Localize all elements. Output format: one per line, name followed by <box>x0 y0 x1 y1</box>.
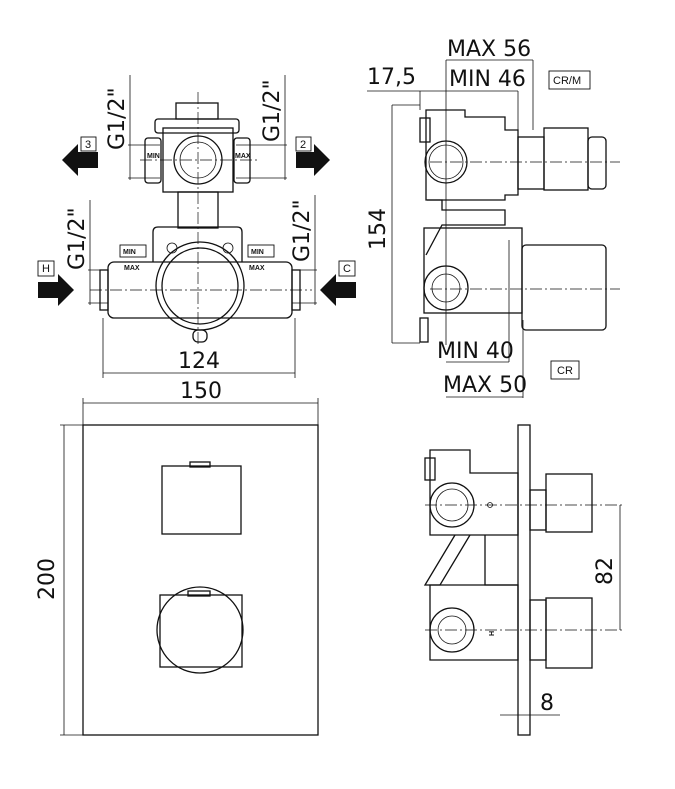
dim-8: 8 <box>540 691 554 716</box>
dim-17-5: 17,5 <box>367 65 416 90</box>
dim-200: 200 <box>35 558 60 600</box>
front-plate-view: 200 <box>35 424 319 736</box>
min-label-cold: MIN <box>251 249 264 256</box>
arrow-right-icon <box>38 274 74 306</box>
dim-max-56: MAX 56 <box>447 37 531 62</box>
max-label-cold: MAX <box>249 265 265 272</box>
port-label-3: 3 <box>85 139 91 151</box>
valve-top-view: MIN MAX MIN MAX MIN MAX G1/2" G1/2" G1/2… <box>37 75 356 425</box>
dim-154: 154 <box>366 208 391 250</box>
thread-label-out2: G1/2" <box>260 79 285 142</box>
max-label-hot: MAX <box>124 265 140 272</box>
min-label-hot: MIN <box>123 249 136 256</box>
arrow-left-icon <box>320 274 356 306</box>
variant-label-cr: CR <box>557 365 573 377</box>
dim-min-40: MIN 40 <box>437 339 514 364</box>
dim-150: 150 <box>180 379 222 404</box>
valve-side-view: MAX 56 17,5 MIN 46 CR/M 154 MIN 40 MAX 5… <box>366 37 620 398</box>
dim-max-50: MAX 50 <box>443 373 527 398</box>
dim-min-46: MIN 46 <box>449 67 526 92</box>
assembled-side-view: H 82 8 <box>423 424 625 736</box>
hot-mark: H <box>489 631 496 636</box>
thread-label-hot: G1/2" <box>65 207 90 270</box>
arrow-right-icon <box>296 144 330 176</box>
variant-label-crm: CR/M <box>553 75 581 87</box>
dim-82: 82 <box>593 557 618 585</box>
arrow-left-icon <box>62 144 98 176</box>
thread-label-out3: G1/2" <box>105 87 130 150</box>
port-label-cold: C <box>343 263 351 275</box>
dim-124: 124 <box>178 349 220 374</box>
min-label: MIN <box>147 153 160 160</box>
port-label-hot: H <box>42 263 50 275</box>
thread-label-cold: G1/2" <box>290 199 315 262</box>
max-label: MAX <box>235 153 251 160</box>
port-label-2: 2 <box>300 139 306 151</box>
